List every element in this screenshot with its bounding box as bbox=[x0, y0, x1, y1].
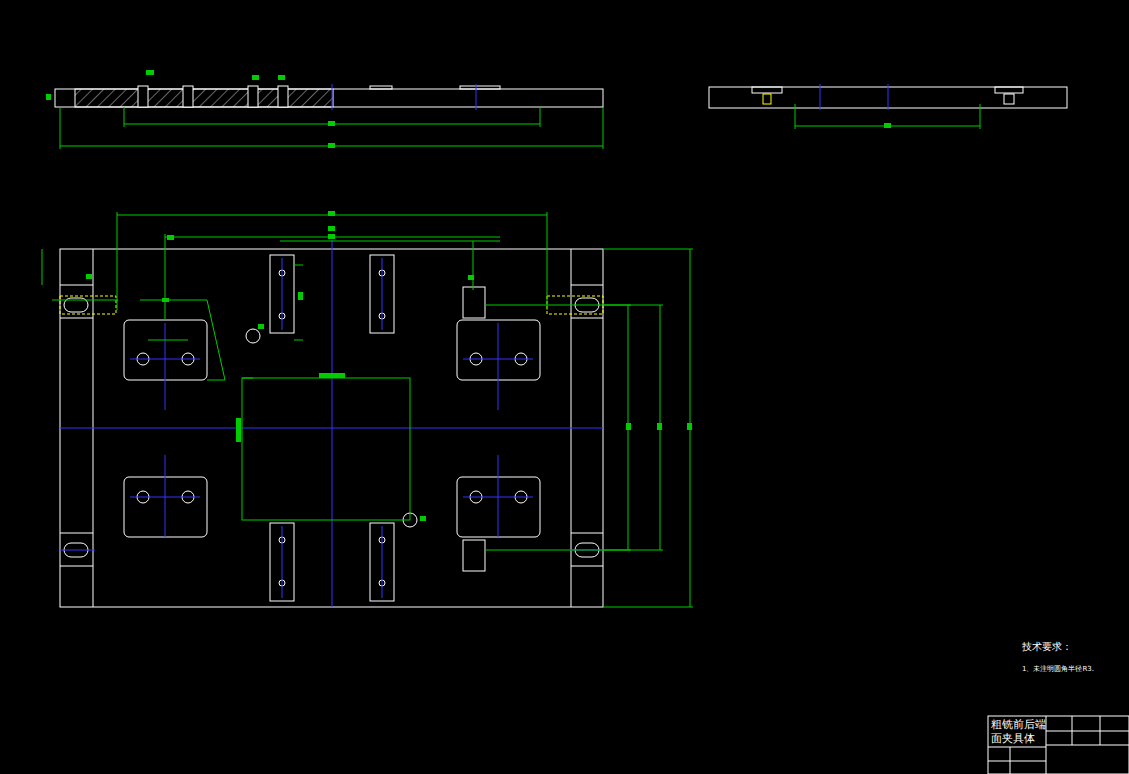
note-text: 1、未注明圆角半径R3. bbox=[1022, 665, 1122, 674]
note-heading: 技术要求： bbox=[1022, 641, 1112, 654]
title-cell: 粗铣前后端 面夹具体 bbox=[991, 718, 1047, 746]
